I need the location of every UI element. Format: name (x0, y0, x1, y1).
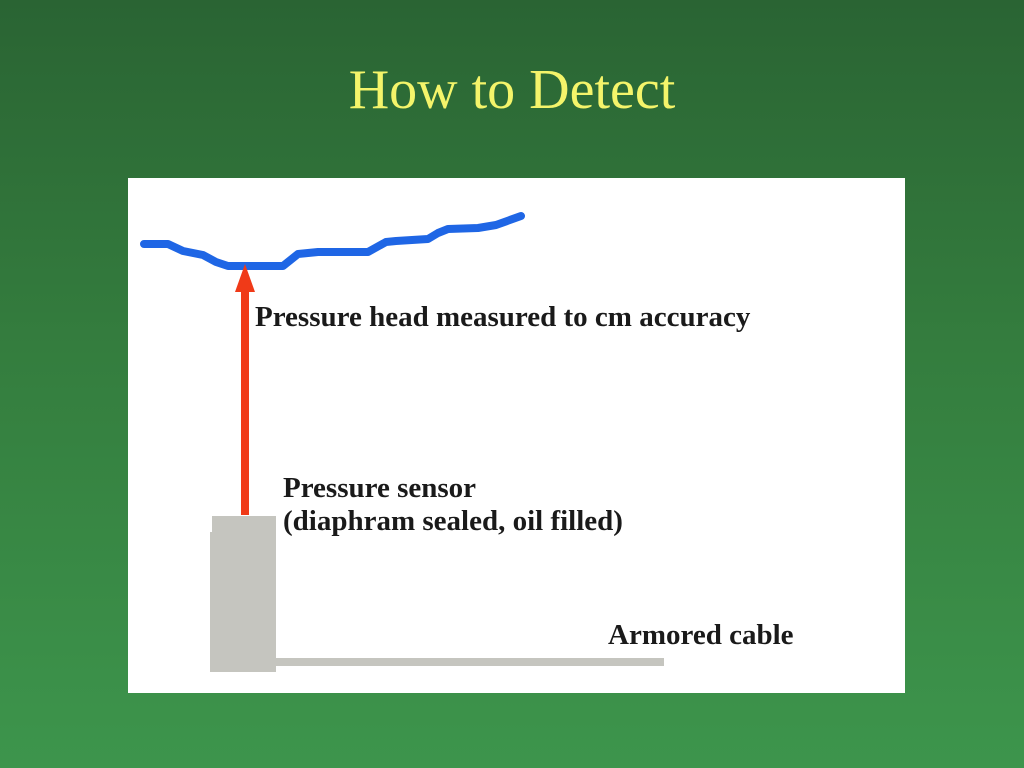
diagram-graphic (140, 212, 664, 672)
pressure-head-label: Pressure head measured to cm accuracy (255, 301, 751, 333)
pressure-sensor-label-line1: Pressure sensor (283, 472, 477, 504)
water-surface-line (140, 212, 525, 270)
pressure-sensor-cap (210, 532, 216, 672)
armored-cable-label: Armored cable (608, 619, 794, 651)
slide-title: How to Detect (348, 59, 676, 121)
pressure-head-arrow-head (235, 264, 255, 292)
pressure-sensor-label-line2: (diaphram sealed, oil filled) (283, 505, 623, 538)
pressure-sensor-body (212, 516, 276, 672)
diagram-panel: Pressure head measured to cm accuracy Pr… (128, 178, 905, 693)
pressure-sensor-label: Pressure sensor (diaphram sealed, oil fi… (283, 472, 623, 539)
